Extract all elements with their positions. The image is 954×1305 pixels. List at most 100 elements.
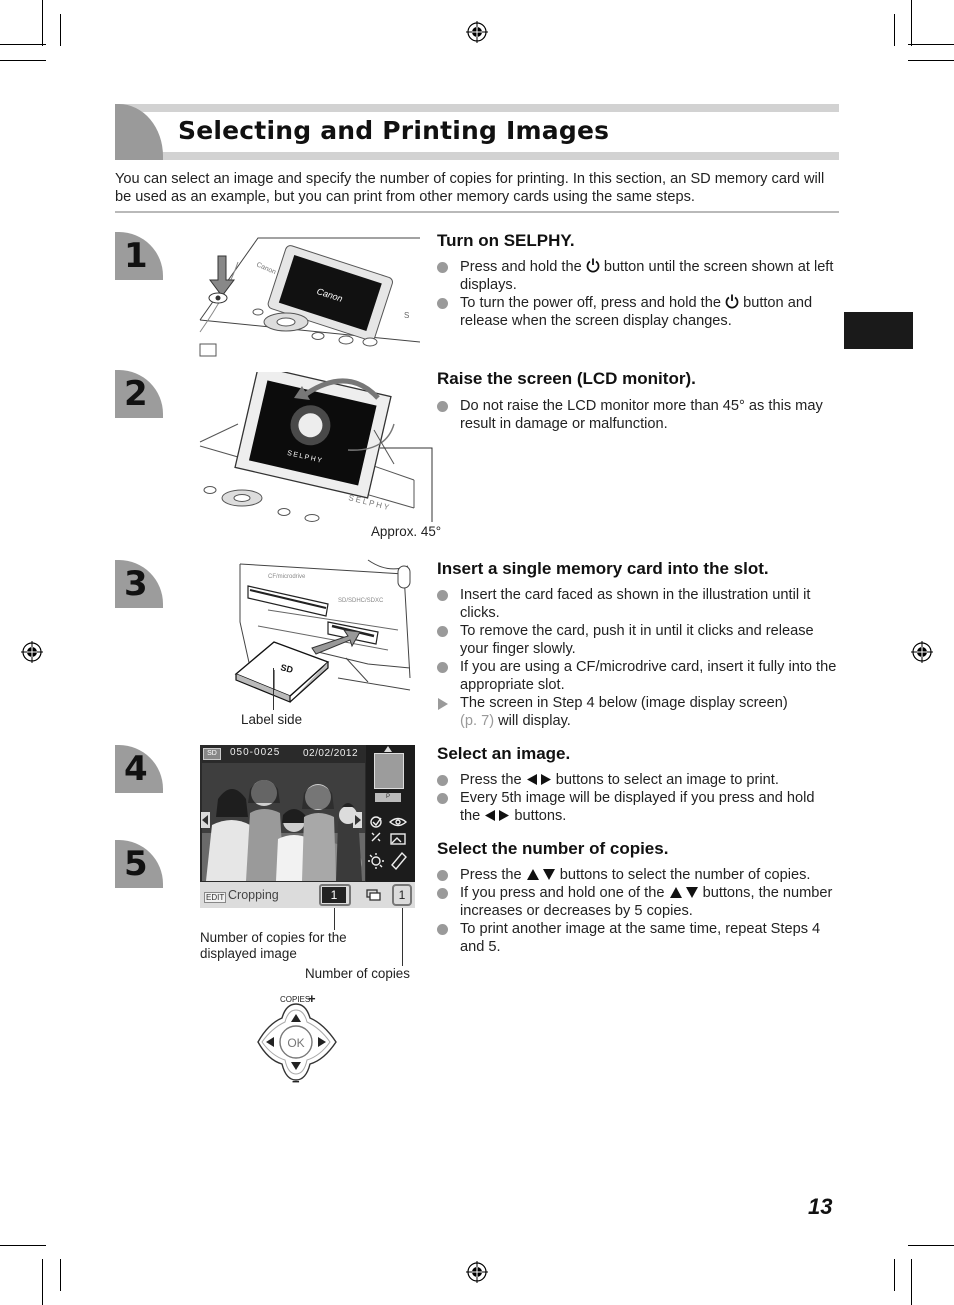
bullet-icon <box>437 793 448 804</box>
image-date: 02/02/2012 <box>303 748 359 759</box>
left-right-arrows-icon <box>485 810 510 821</box>
bullet-icon <box>437 626 448 637</box>
crop-mark <box>0 44 46 45</box>
printer-model: S <box>404 311 409 320</box>
svg-text:SELPHY: SELPHY <box>348 493 392 512</box>
ok-label: OK <box>287 1036 304 1050</box>
bullet-icon <box>437 590 448 601</box>
page-reference-link[interactable]: (p. 7) <box>460 713 495 729</box>
registration-mark-icon <box>466 1261 488 1283</box>
crop-mark <box>908 1245 954 1246</box>
list-item: The screen in Step 4 below (image displa… <box>437 694 837 730</box>
step-number: 2 <box>115 370 163 418</box>
registration-mark-icon <box>466 21 488 43</box>
crop-mark <box>0 1245 46 1246</box>
step-bullets: Press the buttons to select an image to … <box>437 771 837 825</box>
list-item: If you press and hold one of the buttons… <box>437 884 837 920</box>
step-title: Raise the screen (LCD monitor). <box>437 369 696 388</box>
list-item: Press the buttons to select an image to … <box>437 771 837 789</box>
leader-line <box>334 908 335 930</box>
file-number: 050-0025 <box>230 747 281 758</box>
bullet-icon <box>437 262 448 273</box>
bullet-icon <box>437 775 448 786</box>
list-item: To turn the power off, press and hold th… <box>437 294 837 330</box>
lcd-screen: SD 050-0025 02/02/2012 P EDIT Cropping 1… <box>200 745 415 908</box>
plus-label: + <box>308 991 316 1006</box>
title-tab <box>115 104 163 160</box>
registration-mark-icon <box>911 641 933 663</box>
minus-label: − <box>292 1074 300 1086</box>
arrow-bullet-icon <box>438 698 448 710</box>
left-arrow-icon[interactable] <box>266 1037 274 1047</box>
paper-up-arrow-icon <box>384 746 392 752</box>
right-arrow-icon[interactable] <box>318 1037 326 1047</box>
copies-stack-icon <box>366 889 381 901</box>
step-number: 4 <box>115 745 163 793</box>
page-number: 13 <box>808 1194 833 1219</box>
copies-caption: Number of copies <box>305 966 410 981</box>
step-bullets: Insert the card faced as shown in the il… <box>437 586 837 730</box>
down-arrow-icon[interactable] <box>291 1062 301 1070</box>
step-number-label: 4 <box>124 749 148 789</box>
svg-text:SD: SD <box>280 662 295 675</box>
left-right-arrows-icon <box>526 774 551 785</box>
registration-mark-icon <box>21 641 43 663</box>
bullet-icon <box>437 298 448 309</box>
bullet-icon <box>437 401 448 412</box>
step-number: 5 <box>115 840 163 888</box>
step-number-label: 1 <box>124 236 148 276</box>
ok-button[interactable] <box>279 1025 313 1059</box>
label-side-caption: Label side <box>241 712 303 727</box>
correction-icons <box>368 816 408 871</box>
list-item: If you are using a CF/microdrive card, i… <box>437 658 837 694</box>
edit-badge[interactable]: EDIT <box>204 892 227 903</box>
up-arrow-icon[interactable] <box>291 1014 301 1022</box>
crop-mark <box>908 60 954 61</box>
crop-mark <box>60 14 61 46</box>
step-number: 1 <box>115 232 163 280</box>
crop-mark <box>894 14 895 46</box>
step-number-label: 3 <box>124 564 148 604</box>
title-bar-bottom <box>115 152 839 160</box>
photo-thumbnail <box>202 763 365 881</box>
crop-mark <box>911 0 912 46</box>
bullet-icon <box>437 924 448 935</box>
list-item: Press the buttons to select the number o… <box>437 866 837 884</box>
crop-mark <box>908 44 954 45</box>
power-icon <box>725 294 739 309</box>
previous-arrow-glyph <box>202 815 208 825</box>
crop-mark <box>894 1259 895 1291</box>
crop-mark <box>911 1259 912 1305</box>
up-down-arrows-icon <box>526 869 555 880</box>
paper-indicator <box>374 753 404 789</box>
copies-displayed-value[interactable]: 1 <box>322 887 346 903</box>
sd-slot-label: SD/SDHC/SDXC <box>338 598 384 604</box>
bullet-icon <box>437 870 448 881</box>
title-bar-top <box>115 104 839 112</box>
crop-mark <box>60 1259 61 1291</box>
dpad-controller: COPIES + OK − <box>257 991 337 1086</box>
step-bullets: Press and hold the button until the scre… <box>437 258 837 330</box>
up-down-arrows-icon <box>669 887 698 898</box>
raise-lcd-illustration: SELPHY SELPHY <box>199 372 433 522</box>
page-title: Selecting and Printing Images <box>178 116 610 145</box>
bullet-icon <box>437 888 448 899</box>
step-bullets: Do not raise the LCD monitor more than 4… <box>437 397 837 433</box>
list-item: To remove the card, push it in until it … <box>437 622 837 658</box>
label-leader-line <box>273 668 274 710</box>
cf-slot-label: CF/microdrive <box>268 574 306 580</box>
step-title: Select the number of copies. <box>437 839 669 858</box>
step-number-label: 2 <box>124 374 148 414</box>
power-icon <box>586 258 600 273</box>
paper-size-badge: P <box>375 793 401 802</box>
angle-caption: Approx. 45° <box>371 524 442 539</box>
step-title: Turn on SELPHY. <box>437 231 575 250</box>
crop-mark <box>0 60 46 61</box>
step-bullets: Press the buttons to select the number o… <box>437 866 837 956</box>
memory-card-slot-illustration: CF/microdrive SD/SDHC/SDXC SD <box>234 559 411 703</box>
printer-brand: Canon <box>255 261 277 276</box>
copies-displayed-box <box>319 884 351 906</box>
edit-mode-label: Cropping <box>228 888 279 902</box>
list-item: Insert the card faced as shown in the il… <box>437 586 837 622</box>
step-title: Select an image. <box>437 744 571 763</box>
